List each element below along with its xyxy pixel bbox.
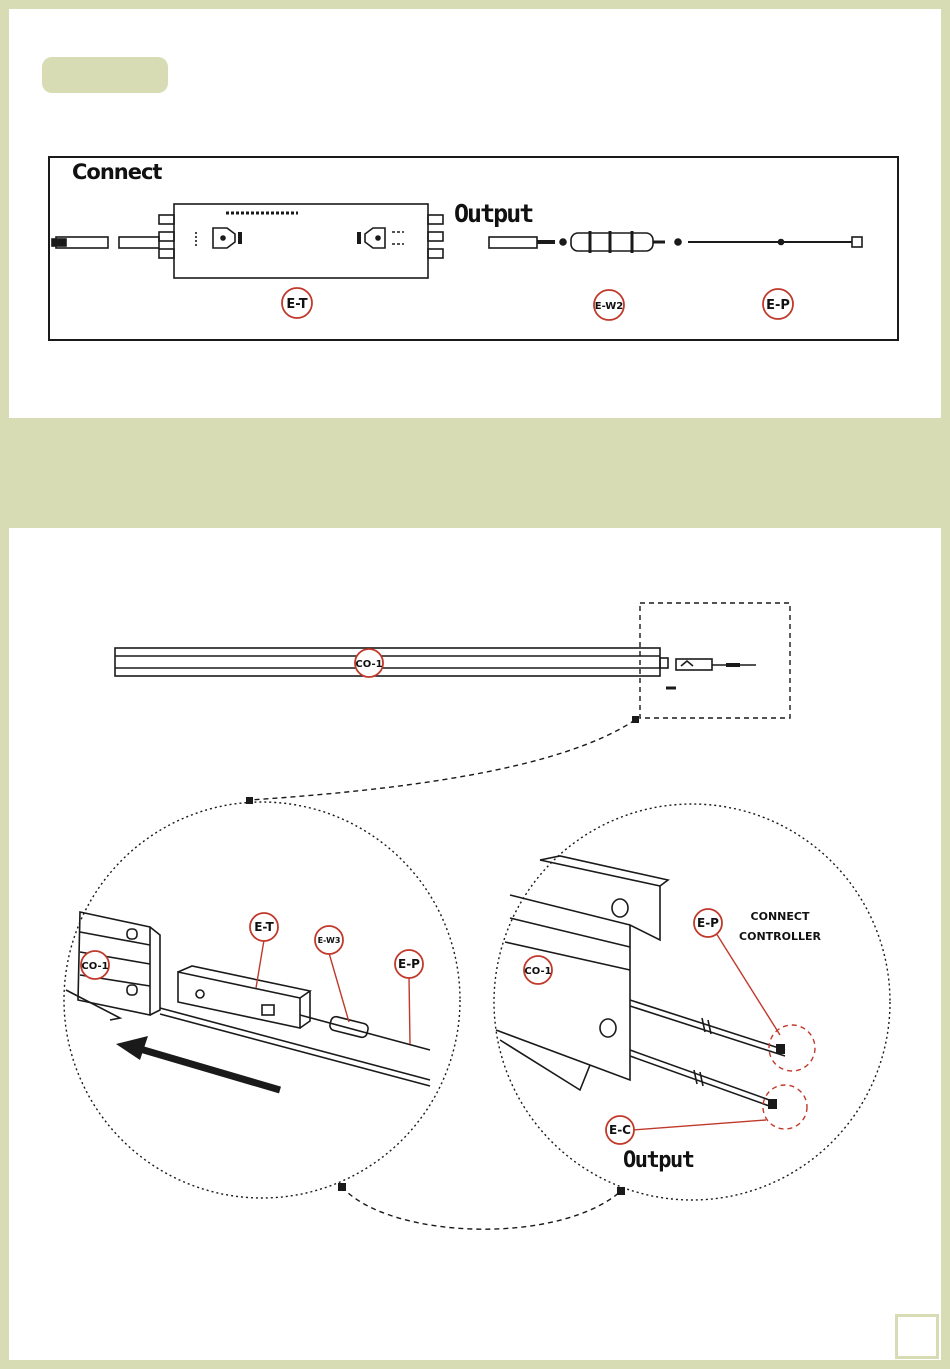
callout-ew2: E-W2	[595, 301, 624, 312]
connector-e-w2	[560, 231, 681, 253]
driver-body	[159, 204, 443, 278]
input-plug	[52, 239, 66, 246]
connection-diagram: E-T E-W2 E-P	[0, 0, 950, 420]
callout-ep: E-P	[766, 298, 790, 313]
input-lead	[119, 237, 159, 248]
page-number-box	[895, 1314, 939, 1359]
section-header-band	[0, 418, 950, 528]
callout-et: E-T	[286, 297, 307, 312]
plug-end	[852, 237, 862, 247]
output-lead	[489, 237, 537, 248]
